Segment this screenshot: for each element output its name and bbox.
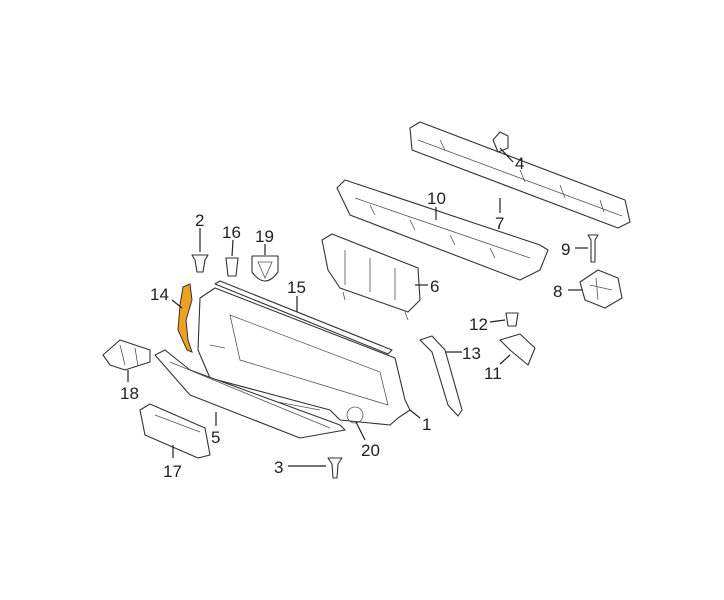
part-7-reinforcement-beam[interactable] [409, 121, 631, 229]
callout-8: 8 [553, 282, 562, 301]
part-10-energy-absorber[interactable] [336, 179, 549, 281]
callout-17: 17 [163, 462, 182, 481]
part-11-shield[interactable] [499, 333, 536, 366]
callout-3: 3 [274, 458, 283, 477]
callout-6: 6 [430, 277, 439, 296]
callout-13: 13 [462, 344, 481, 363]
part-12-clip[interactable] [505, 312, 519, 327]
part-9-bolt[interactable] [587, 234, 599, 263]
callout-2: 2 [195, 211, 204, 230]
callout-20: 20 [361, 441, 380, 460]
part-18-tow-hook-bracket[interactable] [102, 339, 151, 371]
callout-14: 14 [150, 285, 169, 304]
callout-18: 18 [120, 384, 139, 403]
part-6-grille-bracket[interactable] [321, 233, 421, 321]
callout-1: 1 [422, 415, 431, 434]
part-5-lower-valance[interactable] [154, 349, 346, 439]
callout-19: 19 [255, 227, 274, 246]
part-3-push-pin[interactable] [327, 457, 343, 479]
callout-7: 7 [495, 214, 504, 233]
callout-12: 12 [469, 315, 488, 334]
callout-labels: 4 7 10 2 16 19 9 6 15 8 14 12 13 11 18 1… [120, 154, 570, 481]
callout-16: 16 [222, 223, 241, 242]
part-19-emblem[interactable] [251, 255, 279, 282]
part-4-nut[interactable] [492, 131, 509, 153]
part-16-clip[interactable] [225, 257, 239, 277]
part-2-push-pin[interactable] [191, 254, 209, 273]
part-8-bracket[interactable] [579, 269, 623, 309]
part-13-bracket[interactable] [419, 335, 463, 417]
callout-4: 4 [515, 154, 524, 173]
callout-15: 15 [287, 278, 306, 297]
callout-5: 5 [211, 428, 220, 447]
part-15-molding-strip[interactable] [214, 280, 393, 355]
leader-lines [127, 147, 588, 467]
part-14-bracket-highlighted[interactable] [177, 283, 193, 353]
part-17-license-bracket[interactable] [139, 403, 211, 459]
callout-11: 11 [484, 364, 502, 383]
callout-9: 9 [561, 240, 570, 259]
callout-10: 10 [427, 189, 446, 208]
